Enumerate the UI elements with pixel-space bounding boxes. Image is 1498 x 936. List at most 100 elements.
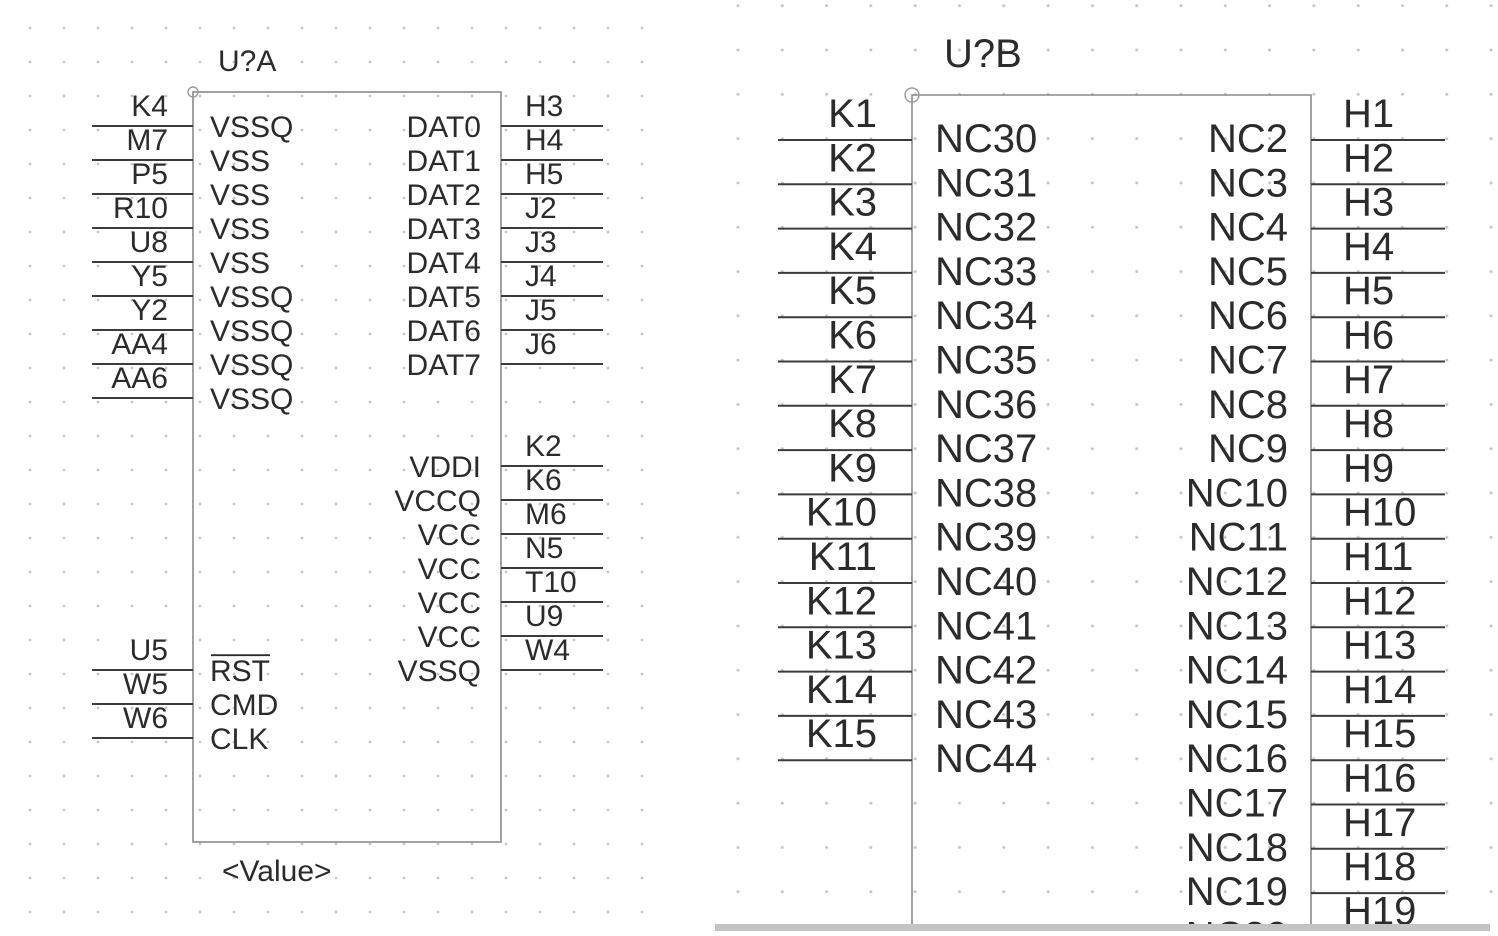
pin-name: NC38 <box>935 471 1037 515</box>
pin-name: NC42 <box>935 649 1037 693</box>
pin-h19[interactable]: H19NC20 <box>1186 889 1445 936</box>
part-body[interactable] <box>911 94 1312 930</box>
pin-name: NC39 <box>935 516 1037 560</box>
pin-number: H15 <box>1343 712 1416 756</box>
pin-name: NC11 <box>1189 516 1288 560</box>
pin-name: DAT0 <box>407 111 481 144</box>
pin-number: K3 <box>828 181 877 225</box>
part-value[interactable]: <Value> <box>222 855 332 888</box>
pin-number: W6 <box>123 702 168 735</box>
pin-name: VCCQ <box>394 485 481 518</box>
pin-number: K10 <box>806 491 877 535</box>
horizontal-scrollbar[interactable] <box>715 924 1490 931</box>
pin-number: AA4 <box>111 328 168 361</box>
symbol-editor-panel-a[interactable]: U?A <Value> K4VSSQM7VSSP5VSSR10VSSU8VSSY… <box>0 0 645 925</box>
grid-dots[interactable] <box>0 0 645 925</box>
pin-name: NC5 <box>1208 250 1288 294</box>
pin-name: VSSQ <box>210 315 293 348</box>
part-u-a[interactable]: U?A <Value> K4VSSQM7VSSP5VSSR10VSSU8VSSY… <box>92 45 603 888</box>
pin-number: Y5 <box>131 260 168 293</box>
symbol-editor-panel-b[interactable]: U?B K1NC30K2NC31K3NC32K4NC33K5NC34K6NC35… <box>715 0 1498 936</box>
pin-name: NC15 <box>1186 693 1288 737</box>
part-reference[interactable]: U?A <box>218 45 276 78</box>
pin-number: K2 <box>828 136 877 180</box>
part-pins: K4VSSQM7VSSP5VSSR10VSSU8VSSY5VSSQY2VSSQA… <box>92 90 603 756</box>
pin-number: H5 <box>525 158 563 191</box>
pin-name: VSS <box>210 179 270 212</box>
pin-number: P5 <box>131 158 168 191</box>
part-u-b[interactable]: U?B K1NC30K2NC31K3NC32K4NC33K5NC34K6NC35… <box>778 32 1445 936</box>
pin-name: DAT3 <box>407 213 481 246</box>
pin-name: RST <box>210 655 270 688</box>
grid-dots[interactable] <box>715 0 1498 924</box>
pin-number: K8 <box>828 402 877 446</box>
pin-number: H19 <box>1343 889 1416 933</box>
pin-number: J3 <box>525 226 557 259</box>
pin-name: NC7 <box>1208 339 1288 383</box>
pin-number: K4 <box>131 90 168 123</box>
part-reference[interactable]: U?B <box>944 32 1022 76</box>
